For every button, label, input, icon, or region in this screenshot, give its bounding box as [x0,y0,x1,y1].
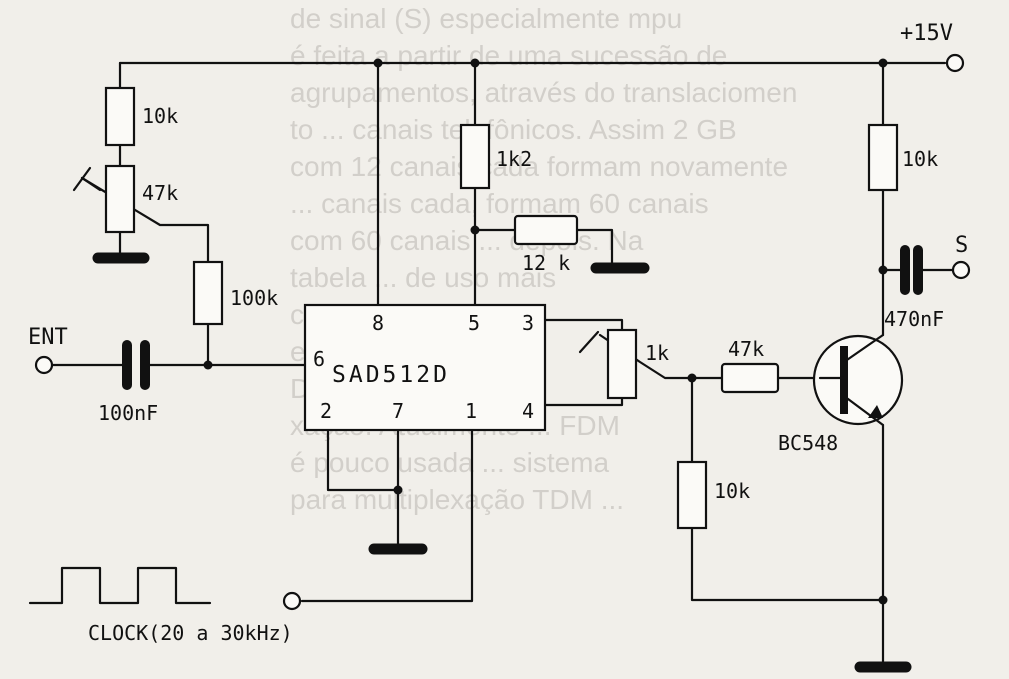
bg-line: to ... canais telefônicos. Assim 2 GB [290,114,737,145]
pin-6-label: 6 [313,347,325,371]
pin-5-label: 5 [468,311,480,335]
transistor-bc548 [812,333,904,427]
resistor-10k-bottom [676,460,708,530]
r3-label: 1k2 [496,147,532,171]
output-label: S [955,233,968,258]
resistor-47k [720,362,780,394]
bg-line: é pouco usada ... sistema [290,447,610,478]
clock-label: CLOCK(20 a 30kHz) [88,621,293,645]
capacitor-470nf [900,245,923,295]
pot2-arrow-head [578,330,600,354]
c-out-label: 470nF [884,307,944,331]
input-terminal [34,355,54,375]
pot1-arrow [80,176,102,192]
r2-label: 100k [230,286,278,310]
supply-terminal [945,53,965,73]
clock-terminal [282,591,302,611]
bg-line: é feita a partir de uma sucessão de [290,40,728,71]
resistor-12k [513,214,579,246]
wires [50,61,954,667]
c-in-label: 100nF [98,401,158,425]
ic-name-label: SAD512D [332,362,450,388]
resistor-10k-collector [867,123,899,192]
pot1-arrow-head [72,166,92,192]
capacitor-100nf [122,340,150,390]
input-label: ENT [28,325,68,350]
pin-7-label: 7 [392,399,404,423]
ic-sad512d [303,303,547,432]
bg-line: de sinal (S) especialmente mpu [290,3,683,34]
pot1-label: 47k [142,181,178,205]
potentiometer-47k [104,164,136,234]
transistor-label: BC548 [778,431,838,455]
r7-label: 10k [902,147,938,171]
resistor-10k-top-left [104,86,136,147]
potentiometer-1k [606,328,638,400]
r6-label: 10k [714,479,750,503]
pin-4-label: 4 [522,399,534,423]
pin-8-label: 8 [372,311,384,335]
output-terminal [951,260,971,280]
bg-line: agrupamentos, através do translaciomen [290,77,798,108]
pot2-label: 1k [645,341,669,365]
r5-label: 47k [728,337,764,361]
bg-line: tabela ... de uso mais [290,262,557,293]
r1-label: 10k [142,104,178,128]
supply-label: +15V [900,21,953,46]
clock-waveform-icon [28,566,212,605]
r4-label: 12 k [522,251,570,275]
resistor-100k [192,260,224,326]
junction-dots [203,58,888,605]
background-article-text: de sinal (S) especialmente mpu é feita a… [290,0,1009,679]
bg-line: ... canais cada, formam 60 canais [290,188,709,219]
pin-2-label: 2 [320,399,332,423]
pin-3-label: 3 [522,311,534,335]
bg-line: com 12 canais cada formam novamente [290,151,789,182]
resistor-1k2 [459,123,491,190]
pin-1-label: 1 [465,399,477,423]
